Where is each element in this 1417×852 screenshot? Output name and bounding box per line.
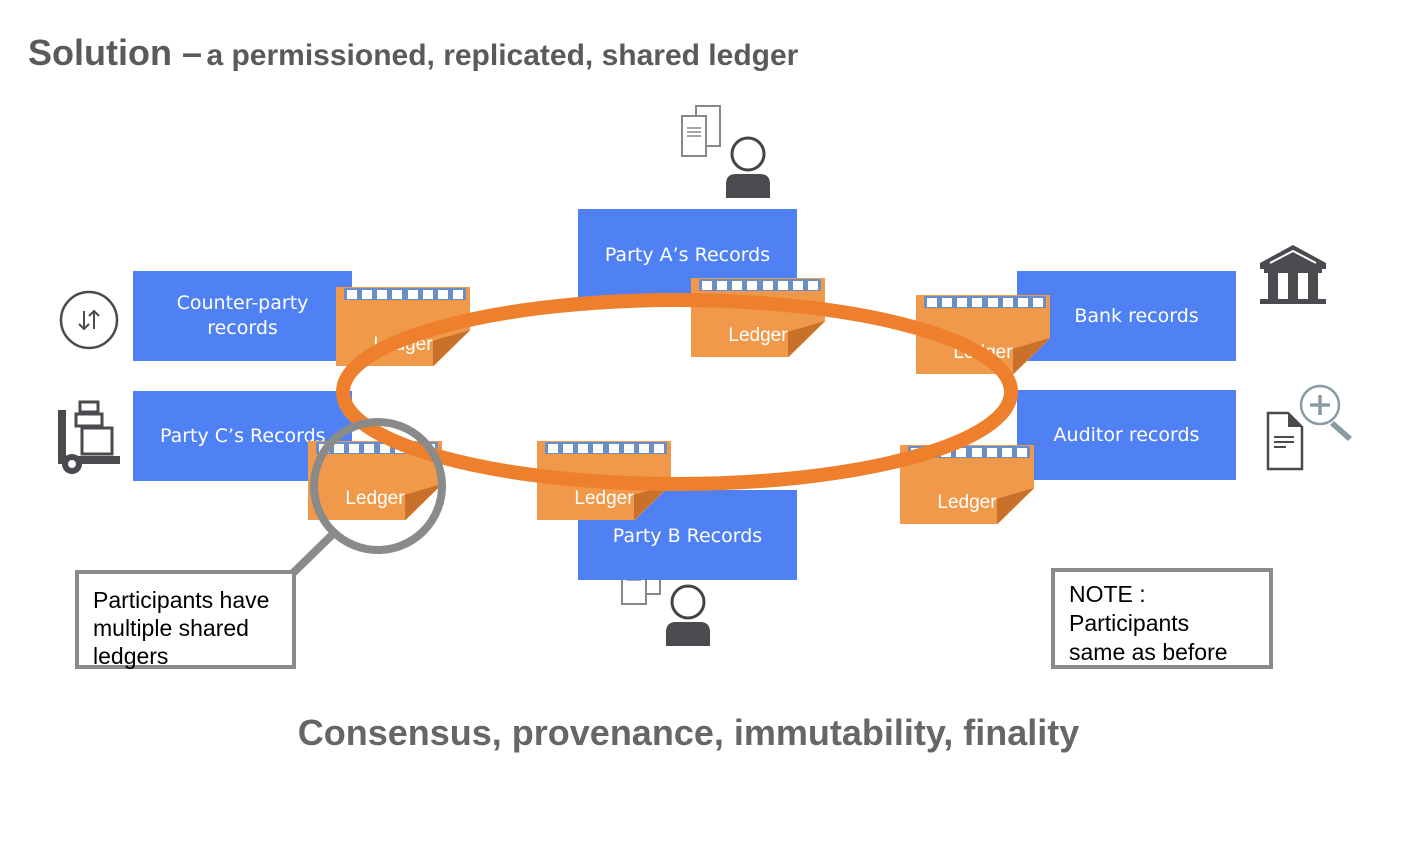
footer-tagline: Consensus, provenance, immutability, fin… — [297, 712, 1080, 753]
bank-label: Bank records — [1074, 304, 1199, 327]
ledger-label: Ledger — [937, 492, 997, 513]
note-text: NOTE : Participants same as before — [1069, 581, 1228, 665]
slide-title: Solution – a permissioned, replicated, s… — [28, 32, 798, 74]
audit-document-magnifier-icon — [1266, 384, 1352, 471]
ledger-label: Ledger — [345, 488, 405, 509]
blockchain-icon — [545, 442, 667, 454]
user-documents-icon — [681, 105, 770, 198]
callout-text: Participants have multiple shared ledger… — [93, 587, 270, 669]
counterparty-records-box: Counter-party records — [133, 271, 352, 361]
bank-icon — [1260, 245, 1326, 304]
exchange-arrows-icon — [59, 290, 119, 350]
blockchain-icon — [316, 442, 438, 454]
ledger-party-a: Ledger — [691, 278, 825, 357]
blockchain-icon — [924, 296, 1046, 308]
party-b-label: Party B Records — [612, 525, 763, 547]
magnifier-handle — [289, 530, 337, 577]
auditor-records-box: Auditor records — [1017, 390, 1236, 480]
ledger-label: Ledger — [728, 325, 788, 346]
ledger-label: Ledger — [953, 342, 1013, 363]
bank-records-box: Bank records — [1017, 271, 1236, 361]
callout-box: Participants have multiple shared ledger… — [75, 570, 296, 669]
blockchain-icon — [344, 288, 466, 300]
auditor-label: Auditor records — [1053, 424, 1200, 446]
ledger-auditor: Ledger — [900, 445, 1034, 524]
hand-truck-icon — [58, 400, 120, 474]
ledger-label: Ledger — [574, 488, 634, 509]
ledger-bank: Ledger — [916, 295, 1050, 374]
blockchain-icon — [699, 279, 821, 291]
ledger-party-c: Ledger — [308, 441, 442, 520]
party-c-label: Party C’s Records — [160, 424, 326, 447]
title-sub: a permissioned, replicated, shared ledge… — [206, 39, 799, 72]
party-a-label: Party A’s Records — [604, 244, 771, 266]
ledger-party-b: Ledger — [537, 441, 671, 520]
ledger-counterparty: Ledger — [336, 287, 470, 366]
counterparty-label: Counter-party records — [176, 292, 309, 339]
blockchain-icon — [908, 446, 1030, 458]
ledger-label: Ledger — [373, 334, 433, 355]
title-main: Solution – — [28, 32, 202, 73]
note-box: NOTE : Participants same as before — [1051, 568, 1273, 669]
